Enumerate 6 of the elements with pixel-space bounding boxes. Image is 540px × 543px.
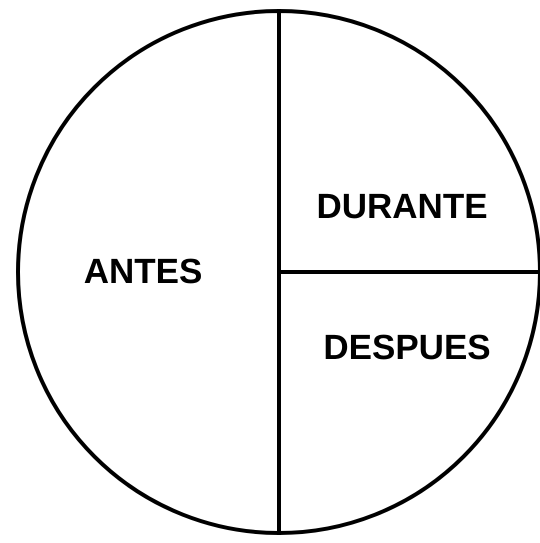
circle-sector xyxy=(279,272,540,533)
circle-sector xyxy=(279,11,540,272)
circle-sector xyxy=(18,11,279,533)
sector-label: DURANTE xyxy=(316,187,488,227)
sector-label: ANTES xyxy=(84,252,202,292)
sector-label: DESPUES xyxy=(323,328,491,368)
